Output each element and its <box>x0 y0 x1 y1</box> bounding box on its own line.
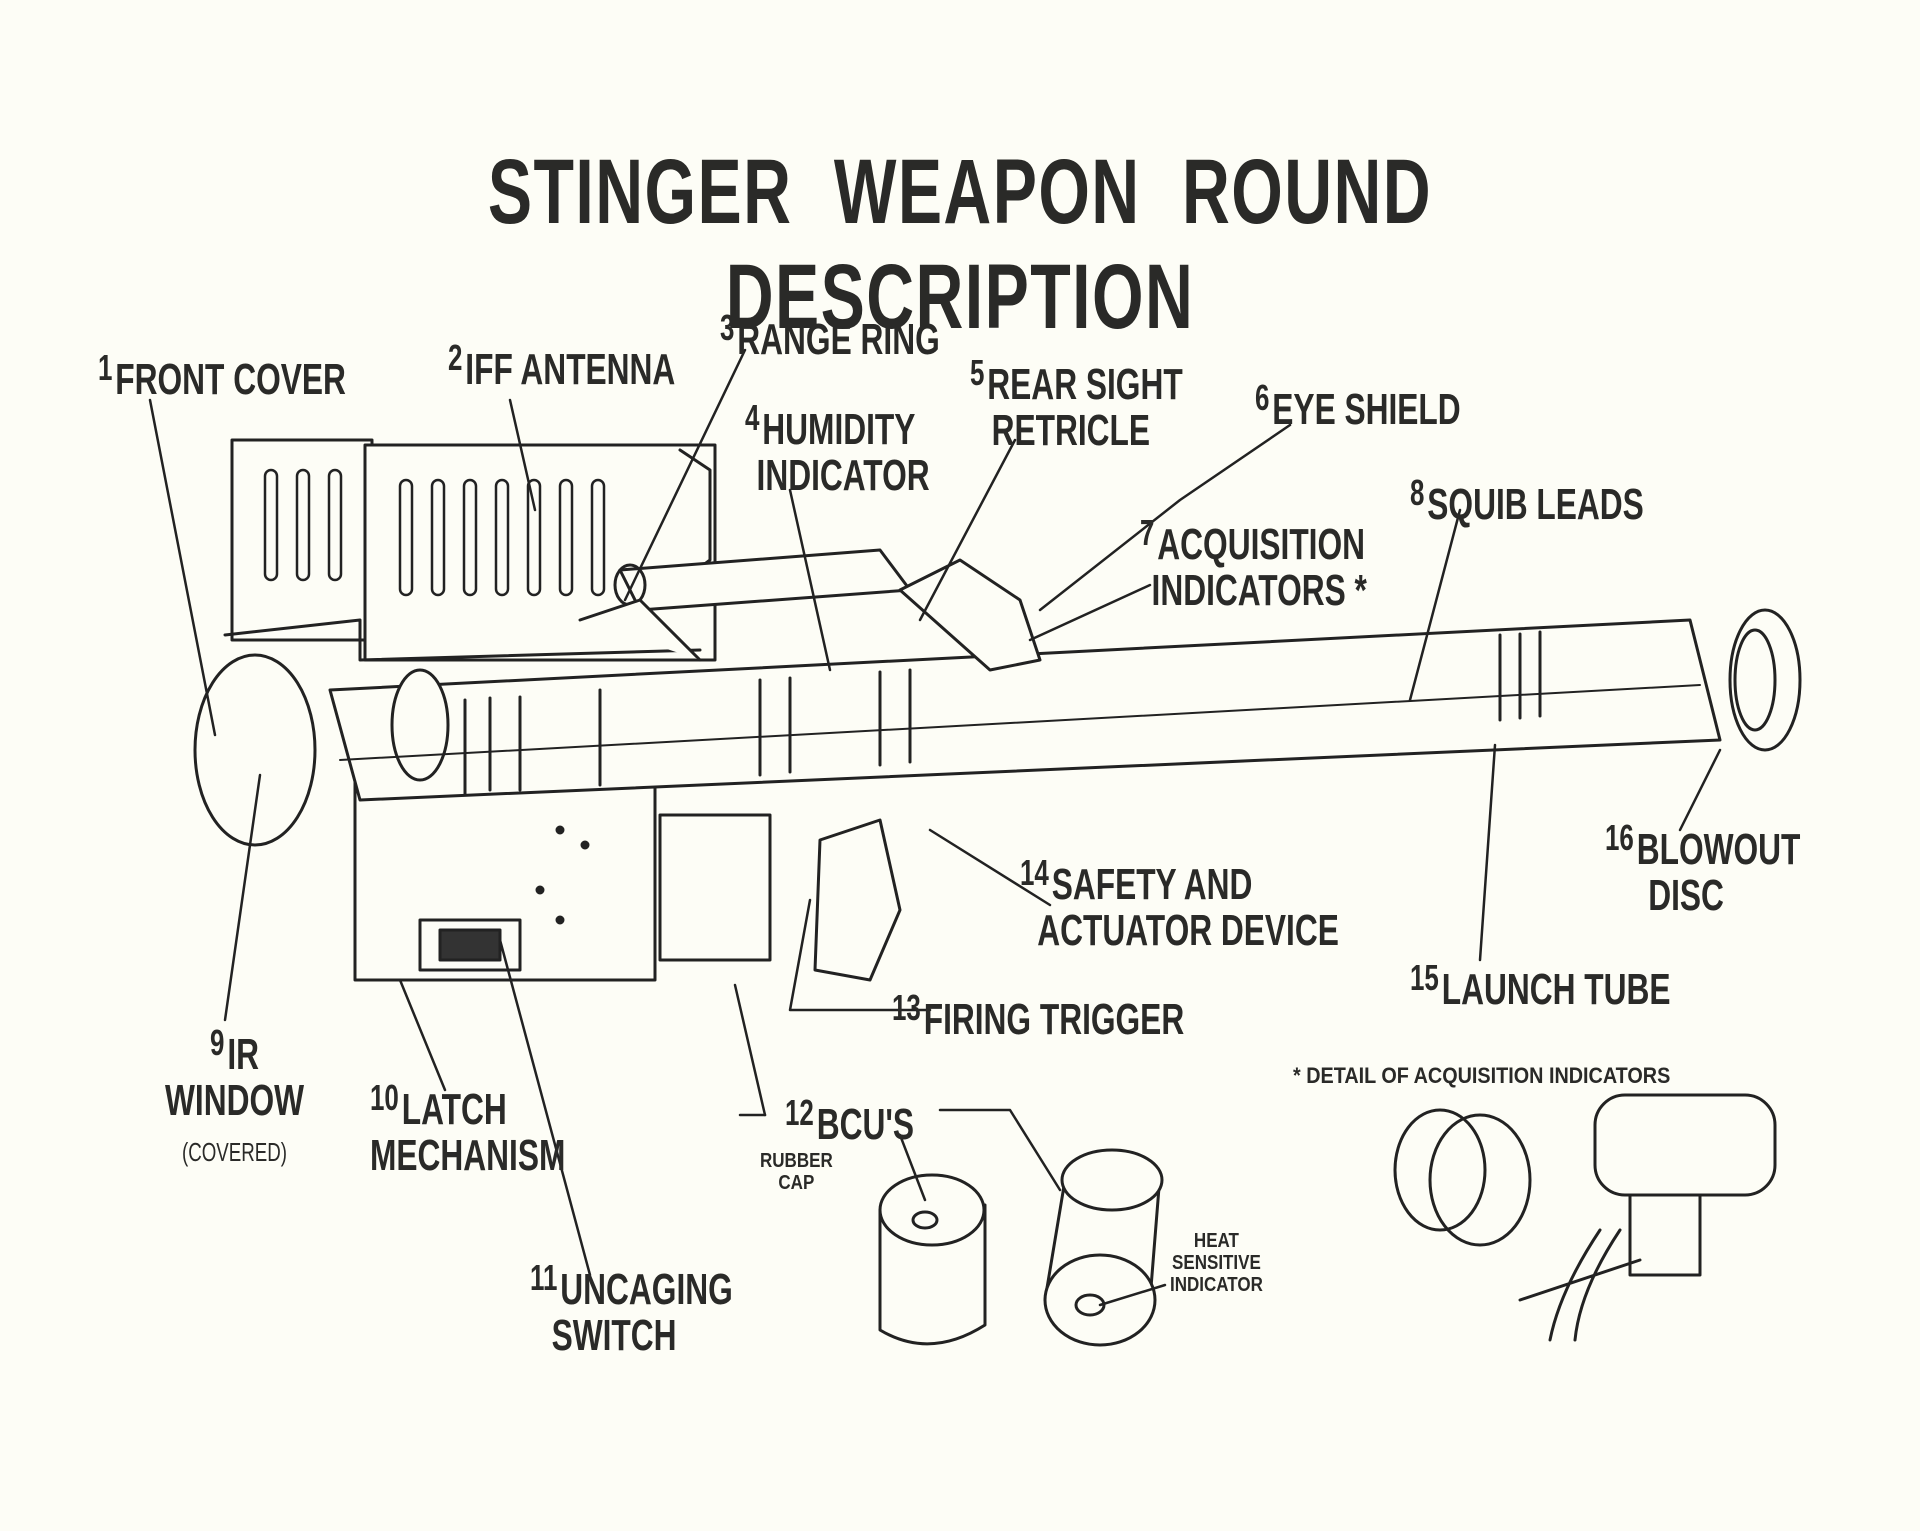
callout-eye-shield: 6EYE SHIELD <box>1255 375 1461 433</box>
callout-number: 2 <box>448 337 463 378</box>
callout-number: 15 <box>1410 957 1439 998</box>
callout-number: 14 <box>1020 852 1049 893</box>
callout-text: LATCH <box>401 1085 507 1134</box>
callout-text: SWITCH <box>551 1311 677 1360</box>
callout-text: UNCAGING <box>560 1265 733 1314</box>
callout-number: 10 <box>370 1077 399 1118</box>
sub-label-text: CAP <box>778 1172 815 1194</box>
callout-launch-tube: 15LAUNCH TUBE <box>1410 955 1671 1013</box>
callout-text: BLOWOUT <box>1636 825 1801 874</box>
callout-firing-trigger: 13FIRING TRIGGER <box>892 985 1184 1043</box>
callout-text: ACQUISITION <box>1157 520 1365 569</box>
sub-label-text: HEAT <box>1193 1230 1239 1252</box>
callout-text: IR <box>227 1030 259 1079</box>
callout-text: RETRICLE <box>991 406 1150 455</box>
callout-number: 8 <box>1410 472 1425 513</box>
sub-label-text: SENSITIVE <box>1172 1252 1261 1274</box>
callout-number: 1 <box>98 347 113 388</box>
detail-caption: * DETAIL OF ACQUISITION INDICATORS <box>1293 1063 1671 1088</box>
callout-text: REAR SIGHT <box>987 360 1183 409</box>
callout-number: 5 <box>970 352 985 393</box>
bcu-drawing <box>878 1148 1164 1347</box>
callout-number: 6 <box>1255 377 1270 418</box>
callout-text: MECHANISM <box>370 1131 566 1180</box>
callout-number: 3 <box>720 307 735 348</box>
callout-text: SAFETY AND <box>1051 860 1253 909</box>
callout-text: DISC <box>1648 871 1724 920</box>
callout-text: LAUNCH TUBE <box>1441 965 1671 1014</box>
sub-label-text: RUBBER <box>760 1150 833 1172</box>
callout-text: INDICATORS * <box>1151 566 1367 615</box>
callout-text: SQUIB LEADS <box>1427 480 1644 529</box>
callout-number: 9 <box>210 1022 225 1063</box>
callout-text: FIRING TRIGGER <box>923 995 1185 1044</box>
gripstock-drawing <box>223 618 902 982</box>
callout-text: HUMIDITY <box>762 405 916 454</box>
callout-bcus: 12BCU'S <box>785 1090 914 1148</box>
callout-text: EYE SHIELD <box>1272 385 1461 434</box>
acquisition-indicator-detail-drawing <box>1393 1093 1777 1342</box>
callout-number: 16 <box>1605 817 1634 858</box>
sight-assembly-drawing <box>578 548 1042 672</box>
callout-text: RANGE RING <box>737 315 940 364</box>
callout-iff-antenna: 2IFF ANTENNA <box>448 335 675 393</box>
callout-text: ACTUATOR DEVICE <box>1037 906 1339 955</box>
callout-squib-leads: 8SQUIB LEADS <box>1410 470 1644 528</box>
callout-text: INDICATOR <box>756 451 930 500</box>
callout-front-cover: 1FRONT COVER <box>98 345 346 403</box>
callout-range-ring: 3RANGE RING <box>720 305 940 363</box>
launch-tube-drawing <box>193 608 1802 847</box>
callout-text: (COVERED) <box>181 1137 288 1167</box>
diagram-title: STINGER WEAPON ROUND DESCRIPTION <box>487 141 1433 348</box>
callout-text: WINDOW <box>165 1076 305 1125</box>
callout-text: BCU'S <box>816 1100 915 1149</box>
sub-label-text: INDICATOR <box>1170 1274 1263 1296</box>
callout-text: IFF ANTENNA <box>465 345 676 394</box>
callout-text: FRONT COVER <box>115 355 346 404</box>
callout-number: 13 <box>892 987 921 1028</box>
callout-number: 11 <box>530 1257 558 1298</box>
callout-number: 12 <box>785 1092 814 1133</box>
callout-number: 7 <box>1140 512 1155 553</box>
leader-lines <box>148 348 1722 1307</box>
callout-number: 4 <box>745 397 760 438</box>
